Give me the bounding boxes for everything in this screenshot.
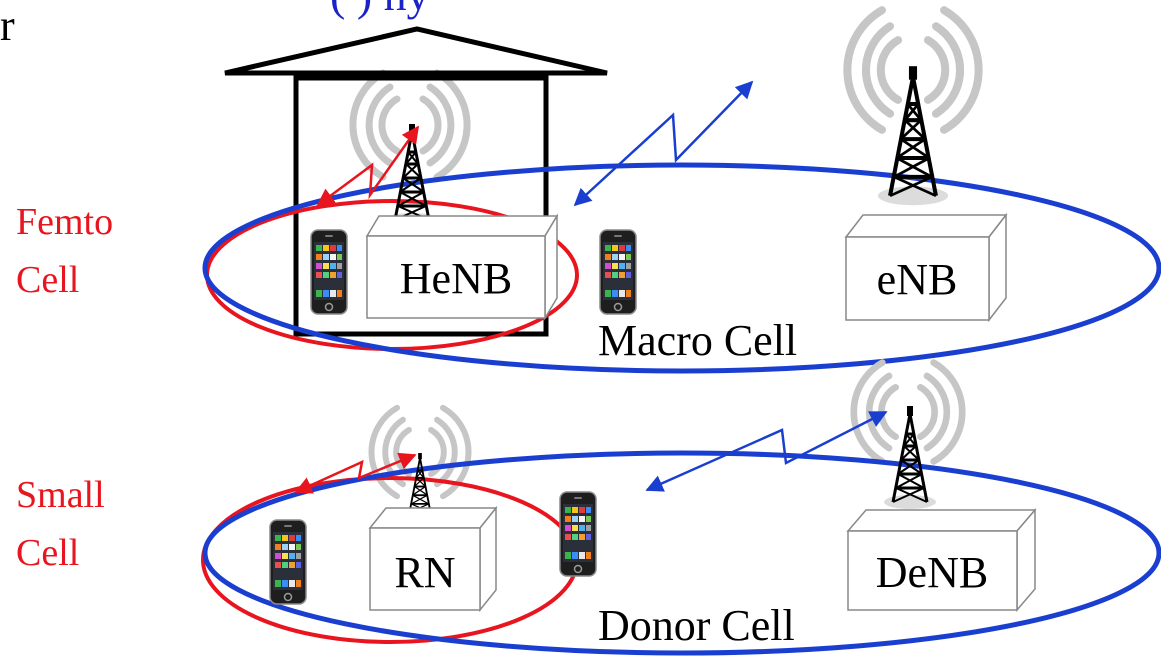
enb-box: eNB (844, 212, 1008, 323)
macro-cell-label: Macro Cell (598, 316, 797, 365)
small-cell-label-line1: Small (16, 474, 105, 516)
small-cell-label-line2: Cell (16, 532, 79, 574)
denb-box: DeNB (846, 507, 1037, 613)
enb-label: eNB (877, 255, 958, 304)
wireless-link-icon (645, 410, 888, 492)
rn-box: RN (368, 505, 498, 613)
wireless-link-icon (573, 80, 754, 207)
top-cut-text-left: r (0, 1, 15, 50)
phone-icon (599, 229, 637, 315)
phone-icon (269, 519, 307, 605)
rn-label: RN (394, 548, 455, 597)
denb-label: DeNB (876, 548, 988, 597)
donor-cell-label: Donor Cell (598, 601, 795, 650)
tower-icon (384, 122, 440, 229)
top-cut-text-right: ( ) ny (330, 0, 430, 20)
femto-cell-label-line2: Cell (16, 259, 79, 301)
phone-icon (310, 229, 348, 315)
henb-box: HeNB (365, 213, 559, 321)
phone-icon (559, 491, 597, 577)
henb-label: HeNB (400, 254, 512, 303)
wireless-link-icon (294, 452, 417, 494)
wireless-link-icon (316, 125, 420, 207)
femto-cell-label-line1: Femto (16, 201, 113, 243)
tower-icon (882, 404, 938, 511)
